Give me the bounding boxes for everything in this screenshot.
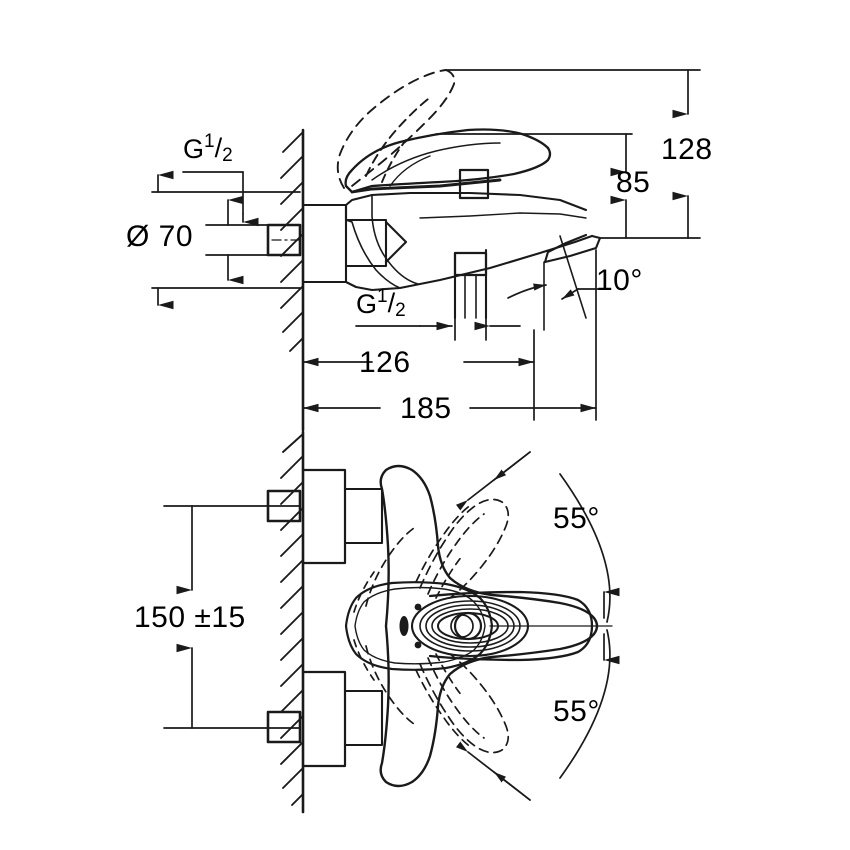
label-angle-55-lower: 55°: [553, 695, 600, 728]
label-angle-55-upper: 55°: [553, 502, 600, 535]
dim-height-85: [435, 133, 701, 239]
g-numerator-top: 1: [204, 131, 215, 152]
label-projection-185: 185: [400, 392, 452, 425]
dim-angle-55-upper: [455, 451, 620, 623]
g-denominator-top: 2: [222, 145, 233, 166]
label-projection-126: 126: [359, 346, 411, 379]
mixer-body-side-view: [266, 69, 602, 320]
dim-height-128: [445, 69, 701, 239]
dim-projection-185: [302, 249, 597, 421]
label-centre-distance-150: 150 ±15: [134, 601, 246, 634]
dim-angle-10: [507, 235, 601, 331]
label-g-half-top: G1/2: [183, 132, 233, 166]
dim-projection-126: [302, 329, 535, 421]
g-numerator-bottom: 1: [377, 286, 388, 307]
label-g-half-bottom: G1/2: [356, 287, 406, 321]
label-height-85: 85: [616, 166, 651, 199]
g-slash-top: /: [214, 133, 223, 163]
g-symbol-top: G: [183, 134, 205, 164]
dimension-lines-upper: [151, 69, 701, 421]
dimension-lines-lower: [163, 451, 620, 801]
g-denominator-bottom: 2: [395, 300, 406, 321]
dim-g-half-top: [182, 171, 259, 227]
dim-diameter-70: [151, 170, 301, 310]
label-height-128: 128: [661, 133, 713, 166]
dim-g-half-bottom: [355, 299, 521, 341]
dim-angle-55-lower: [455, 629, 620, 801]
label-diameter-70: Ø 70: [126, 220, 194, 253]
dim-centre-distance-150: [163, 505, 301, 729]
wall-section-lower: [280, 430, 305, 814]
g-slash-bottom: /: [387, 288, 396, 318]
label-angle-10: 10°: [596, 264, 643, 297]
g-symbol-bottom: G: [356, 289, 378, 319]
wall-section-upper: [280, 128, 305, 432]
